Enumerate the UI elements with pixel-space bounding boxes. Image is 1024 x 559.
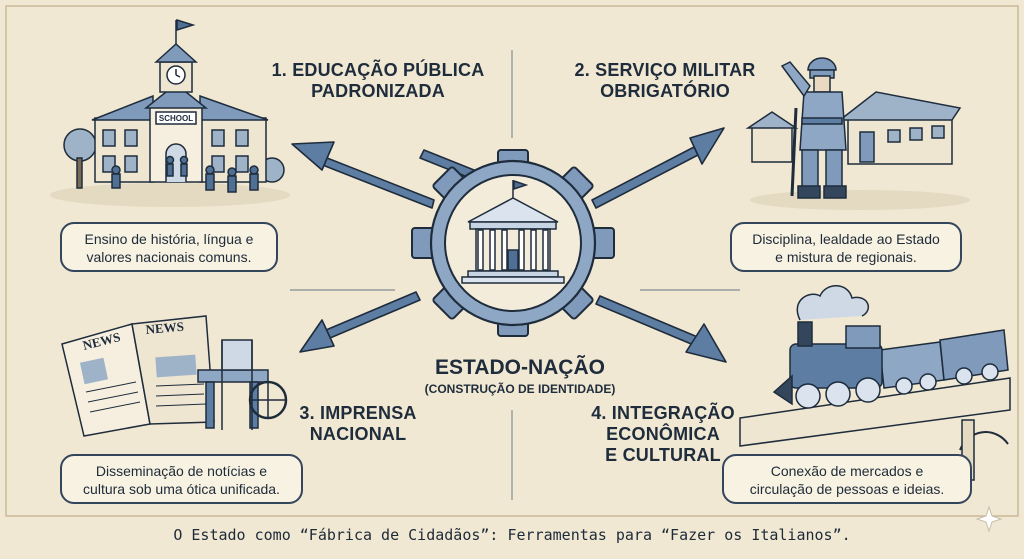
title-line: ECONÔMICA	[606, 424, 720, 444]
school-building-icon	[50, 18, 290, 207]
title-line: NACIONAL	[309, 424, 407, 444]
soldier-icon	[745, 57, 970, 210]
steam-train-icon	[739, 285, 1011, 481]
sparkle-icon	[975, 505, 1003, 533]
description-box-education: Ensino de história, língua e valores nac…	[60, 222, 278, 272]
gear-icon	[411, 149, 615, 337]
title-line: OBRIGATÓRIO	[600, 81, 730, 101]
quadrant-dividers	[290, 50, 740, 500]
quadrant-title-integration: 4. INTEGRAÇÃO ECONÔMICA E CULTURAL	[588, 403, 738, 466]
state-building-icon	[461, 179, 565, 284]
arrow-bottom-right	[595, 295, 727, 363]
title-line: 3. IMPRENSA	[299, 403, 417, 423]
title-line: 4. INTEGRAÇÃO	[591, 403, 735, 423]
quadrant-title-press: 3. IMPRENSA NACIONAL	[283, 403, 433, 445]
center-subtitle: (CONSTRUÇÃO DE IDENTIDADE)	[424, 382, 616, 396]
caption: O Estado como “Fábrica de Cidadãos”: Fer…	[173, 526, 851, 544]
description-line: circulação de pessoas e ideias.	[749, 481, 945, 497]
description-line: e mistura de regionais.	[775, 249, 917, 265]
description-box-military: Disciplina, lealdade ao Estado e mistura…	[730, 222, 962, 272]
page-border	[5, 5, 1019, 517]
title-line: E CULTURAL	[605, 445, 721, 465]
center-title: ESTADO-NAÇÃO	[435, 356, 605, 379]
description-line: valores nacionais comuns.	[86, 249, 252, 265]
description-line: Conexão de mercados e	[770, 463, 924, 479]
newspaper-masthead-right: NEWS	[145, 319, 184, 337]
arrows	[291, 127, 727, 363]
description-line: Disciplina, lealdade ao Estado	[752, 231, 940, 247]
quadrant-title-education: 1. EDUCAÇÃO PÚBLICA PADRONIZADA	[268, 60, 488, 102]
description-line: cultura sob uma ótica unificada.	[83, 481, 280, 497]
title-line: 1. EDUCAÇÃO PÚBLICA	[271, 60, 485, 80]
description-line: Ensino de história, língua e	[84, 231, 254, 247]
newspaper-press-icon	[61, 315, 288, 437]
description-box-integration: Conexão de mercados e circulação de pess…	[722, 454, 972, 504]
arrow-top-right	[591, 127, 725, 209]
title-line: PADRONIZADA	[311, 81, 445, 101]
description-box-press: Disseminação de notícias e cultura sob u…	[60, 454, 303, 504]
title-line: 2. SERVIÇO MILITAR	[574, 60, 756, 80]
quadrant-title-military: 2. SERVIÇO MILITAR OBRIGATÓRIO	[555, 60, 775, 102]
school-sign-label: SCHOOL	[159, 114, 193, 123]
arrow-bottom-left	[299, 291, 421, 353]
description-line: Disseminação de notícias e	[95, 463, 268, 479]
arrow-top-left	[291, 141, 435, 209]
